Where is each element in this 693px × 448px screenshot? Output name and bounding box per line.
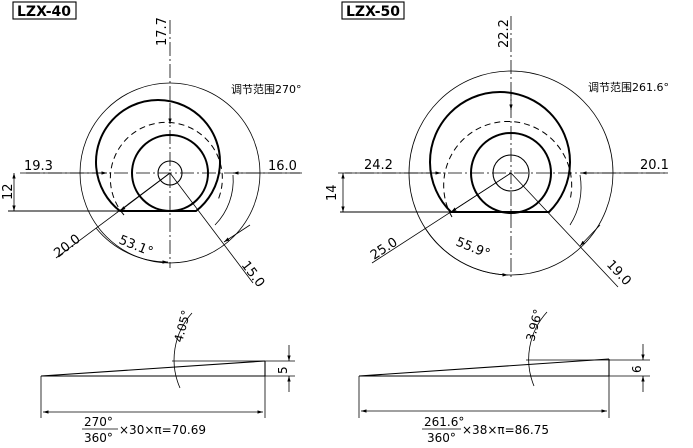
dim-radius-right: 19.0 [603,257,634,288]
dashed-arc [109,121,223,216]
dim-radius-right: 15.0 [238,258,267,290]
range-note: 调节范围270° [231,82,302,96]
dim-top: 22.2 [497,19,512,48]
adjust-arc [214,174,234,226]
range-note: 调节范围261.6° [588,80,669,94]
formula-numerator: 261.6° [424,415,464,429]
bore-circle [157,160,183,186]
model-label-box [12,1,77,20]
lzx40-side-view: 5 4.05° 270° 360° ×30×π=70.69 [40,309,295,445]
dim-angle: 55.9° [454,235,492,262]
dim-right: 20.1 [640,158,669,173]
dim-side-height: 5 [276,366,290,374]
formula-denominator: 360° [84,431,113,445]
radius-line-right [169,172,254,284]
model-label-box [341,1,405,20]
dim-top: 17.7 [155,17,170,46]
dim-left: 24.2 [364,158,393,173]
formula-denominator: 360° [427,431,456,445]
dim-height: 12 [1,183,16,200]
formula-expression: ×30×π=70.69 [119,423,206,437]
dim-height: 14 [325,184,340,201]
dim-left: 19.3 [24,159,53,174]
cam-profile [95,99,221,212]
model-label: LZX-40 [17,4,71,20]
lzx50-side-view: 6 3.96° 261.6° 360° ×38×π=86.75 [358,308,650,445]
dim-side-angle: 3.96° [523,308,545,343]
lzx50-top-view: LZX-50 24.2 20.1 22.2 14 25.0 19.0 55.9°… [325,1,669,289]
formula-numerator: 270° [84,415,113,429]
dim-radius-left: 20.0 [51,232,83,261]
formula-expression: ×38×π=86.75 [462,423,549,437]
lzx40-top-view: LZX-40 19.3 16.0 17.7 12 20.0 15.0 [1,1,302,291]
dim-radius-left: 25.0 [368,235,400,263]
dim-side-angle: 4.05° [171,309,193,344]
dim-right: 16.0 [268,159,297,174]
model-label: LZX-50 [346,4,400,20]
inner-circle [131,134,209,212]
dim-side-height: 6 [630,365,644,373]
